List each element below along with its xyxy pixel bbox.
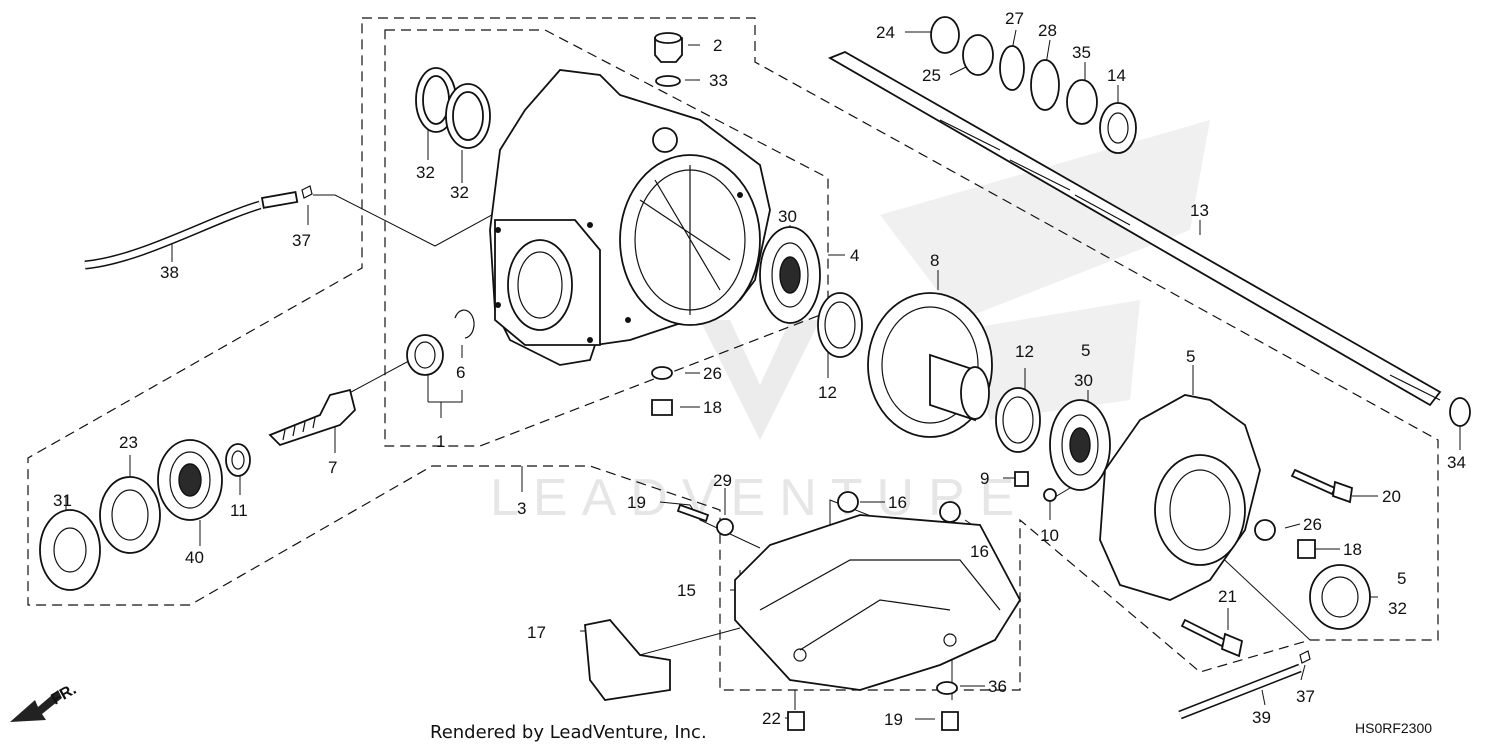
callout-39: 39 xyxy=(1252,708,1271,727)
callout-5-seal: 5 xyxy=(1397,569,1406,588)
callout-11: 11 xyxy=(230,501,248,520)
callout-30-upper: 30 xyxy=(778,207,797,226)
callout-13: 13 xyxy=(1190,201,1209,220)
callout-20: 20 xyxy=(1382,487,1401,506)
side-cover xyxy=(1099,394,1261,601)
callout-32-side: 32 xyxy=(1388,599,1407,618)
pinion-gear xyxy=(268,388,356,447)
callout-19-lower: 19 xyxy=(884,710,903,729)
callout-33: 33 xyxy=(709,71,728,90)
callout-34: 34 xyxy=(1447,453,1466,472)
callout-5-bearing: 5 xyxy=(1081,341,1090,360)
front-direction-arrow: FR. xyxy=(10,681,79,722)
callout-19-upper: 19 xyxy=(627,493,646,512)
watermark-text: LEADVENTURE xyxy=(490,469,1028,527)
callout-7: 7 xyxy=(328,458,337,477)
callout-2: 2 xyxy=(713,36,722,55)
shading xyxy=(880,120,1210,420)
diagram-code: HS0RF2300 xyxy=(1355,720,1432,736)
callout-26-upper: 26 xyxy=(703,364,722,383)
callout-12-right: 12 xyxy=(1015,342,1034,361)
callout-22: 22 xyxy=(762,709,781,728)
callout-29: 29 xyxy=(713,471,732,490)
callout-14: 14 xyxy=(1107,66,1126,85)
axle-shaft xyxy=(827,51,1442,407)
callout-9: 9 xyxy=(980,469,989,488)
callout-24: 24 xyxy=(876,23,895,42)
callout-27: 27 xyxy=(1005,9,1024,28)
callout-40: 40 xyxy=(185,548,204,567)
watermark: LEADVENTURE xyxy=(490,320,1028,527)
callout-23: 23 xyxy=(119,433,138,452)
callout-32-left: 32 xyxy=(416,163,435,182)
parts xyxy=(39,16,1471,731)
callout-17: 17 xyxy=(527,623,546,642)
callout-18-right: 18 xyxy=(1343,540,1362,559)
callout-8: 8 xyxy=(930,251,939,270)
callout-38: 38 xyxy=(160,263,179,282)
callout-3: 3 xyxy=(517,499,526,518)
final-drive-case xyxy=(489,69,771,366)
callout-18-upper: 18 xyxy=(703,398,722,417)
callout-4: 4 xyxy=(850,246,859,265)
callout-21: 21 xyxy=(1218,587,1237,606)
callout-16-left: 16 xyxy=(888,493,907,512)
callout-26-right: 26 xyxy=(1303,515,1322,534)
ring-gear xyxy=(867,292,993,438)
callout-labels: 1 2 3 4 5 5 5 6 7 8 9 10 11 12 12 13 14 … xyxy=(53,9,1466,729)
callout-32-right: 32 xyxy=(450,183,469,202)
callout-35: 35 xyxy=(1072,43,1091,62)
callout-37-right: 37 xyxy=(1296,687,1315,706)
skid-plate xyxy=(734,514,1022,691)
callout-36: 36 xyxy=(988,677,1007,696)
callout-1: 1 xyxy=(436,432,445,451)
callout-28: 28 xyxy=(1038,21,1057,40)
callout-30-lower: 30 xyxy=(1074,371,1093,390)
callout-12-left: 12 xyxy=(818,383,837,402)
callout-5-cover: 5 xyxy=(1186,347,1195,366)
render-credit: Rendered by LeadVenture, Inc. xyxy=(430,722,707,743)
callout-16-right: 16 xyxy=(970,542,989,561)
callout-25: 25 xyxy=(922,66,941,85)
callout-6: 6 xyxy=(456,363,465,382)
callout-10: 10 xyxy=(1040,526,1059,545)
callout-37-left: 37 xyxy=(292,231,311,250)
callout-31: 31 xyxy=(53,491,72,510)
callout-15: 15 xyxy=(677,581,696,600)
